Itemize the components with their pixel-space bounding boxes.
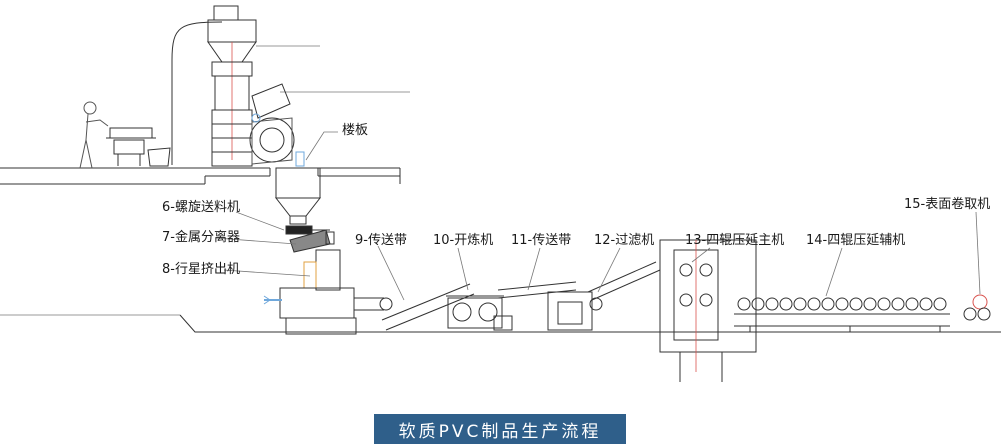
calender-main [659,239,757,382]
open-mill [446,295,513,331]
surface-winder [963,294,991,321]
planetary-extruder [263,249,393,335]
feed-pipe [171,21,223,165]
station-label-15: 15-表面卷取机 [904,197,991,212]
sieve-unit [106,127,171,167]
lower-floor [0,314,1001,333]
screw-feeder [285,225,330,235]
station-label-6: 6-螺旋送料机 [162,200,240,215]
station-label-9: 9-传送带 [355,233,407,248]
conveyor-9 [381,283,475,331]
station-label-10: 10-开炼机 [433,233,494,248]
station-label-11: 11-传送带 [511,233,572,248]
upper-floor [0,91,410,185]
calender-aux [734,297,950,332]
station-label-7: 7-金属分离器 [162,230,240,245]
hopper [274,167,322,225]
station-label-13: 13-四辊压延主机 [685,233,785,248]
crusher [249,83,305,167]
station-label-14: 14-四辊压延辅机 [806,233,906,248]
station-label-8: 8-行星挤出机 [162,262,240,277]
leader-lines [215,131,981,301]
station-label-12: 12-过滤机 [594,233,655,248]
conveyor-11 [497,281,577,299]
filter-machine [547,261,661,331]
aux-rollers [737,297,947,311]
floor-label: 楼板 [342,123,369,138]
caption-banner: 软质PVC制品生产流程 [374,414,626,444]
silo-tower [207,5,320,167]
operator-figure [79,101,109,169]
metal-separator [289,229,335,253]
